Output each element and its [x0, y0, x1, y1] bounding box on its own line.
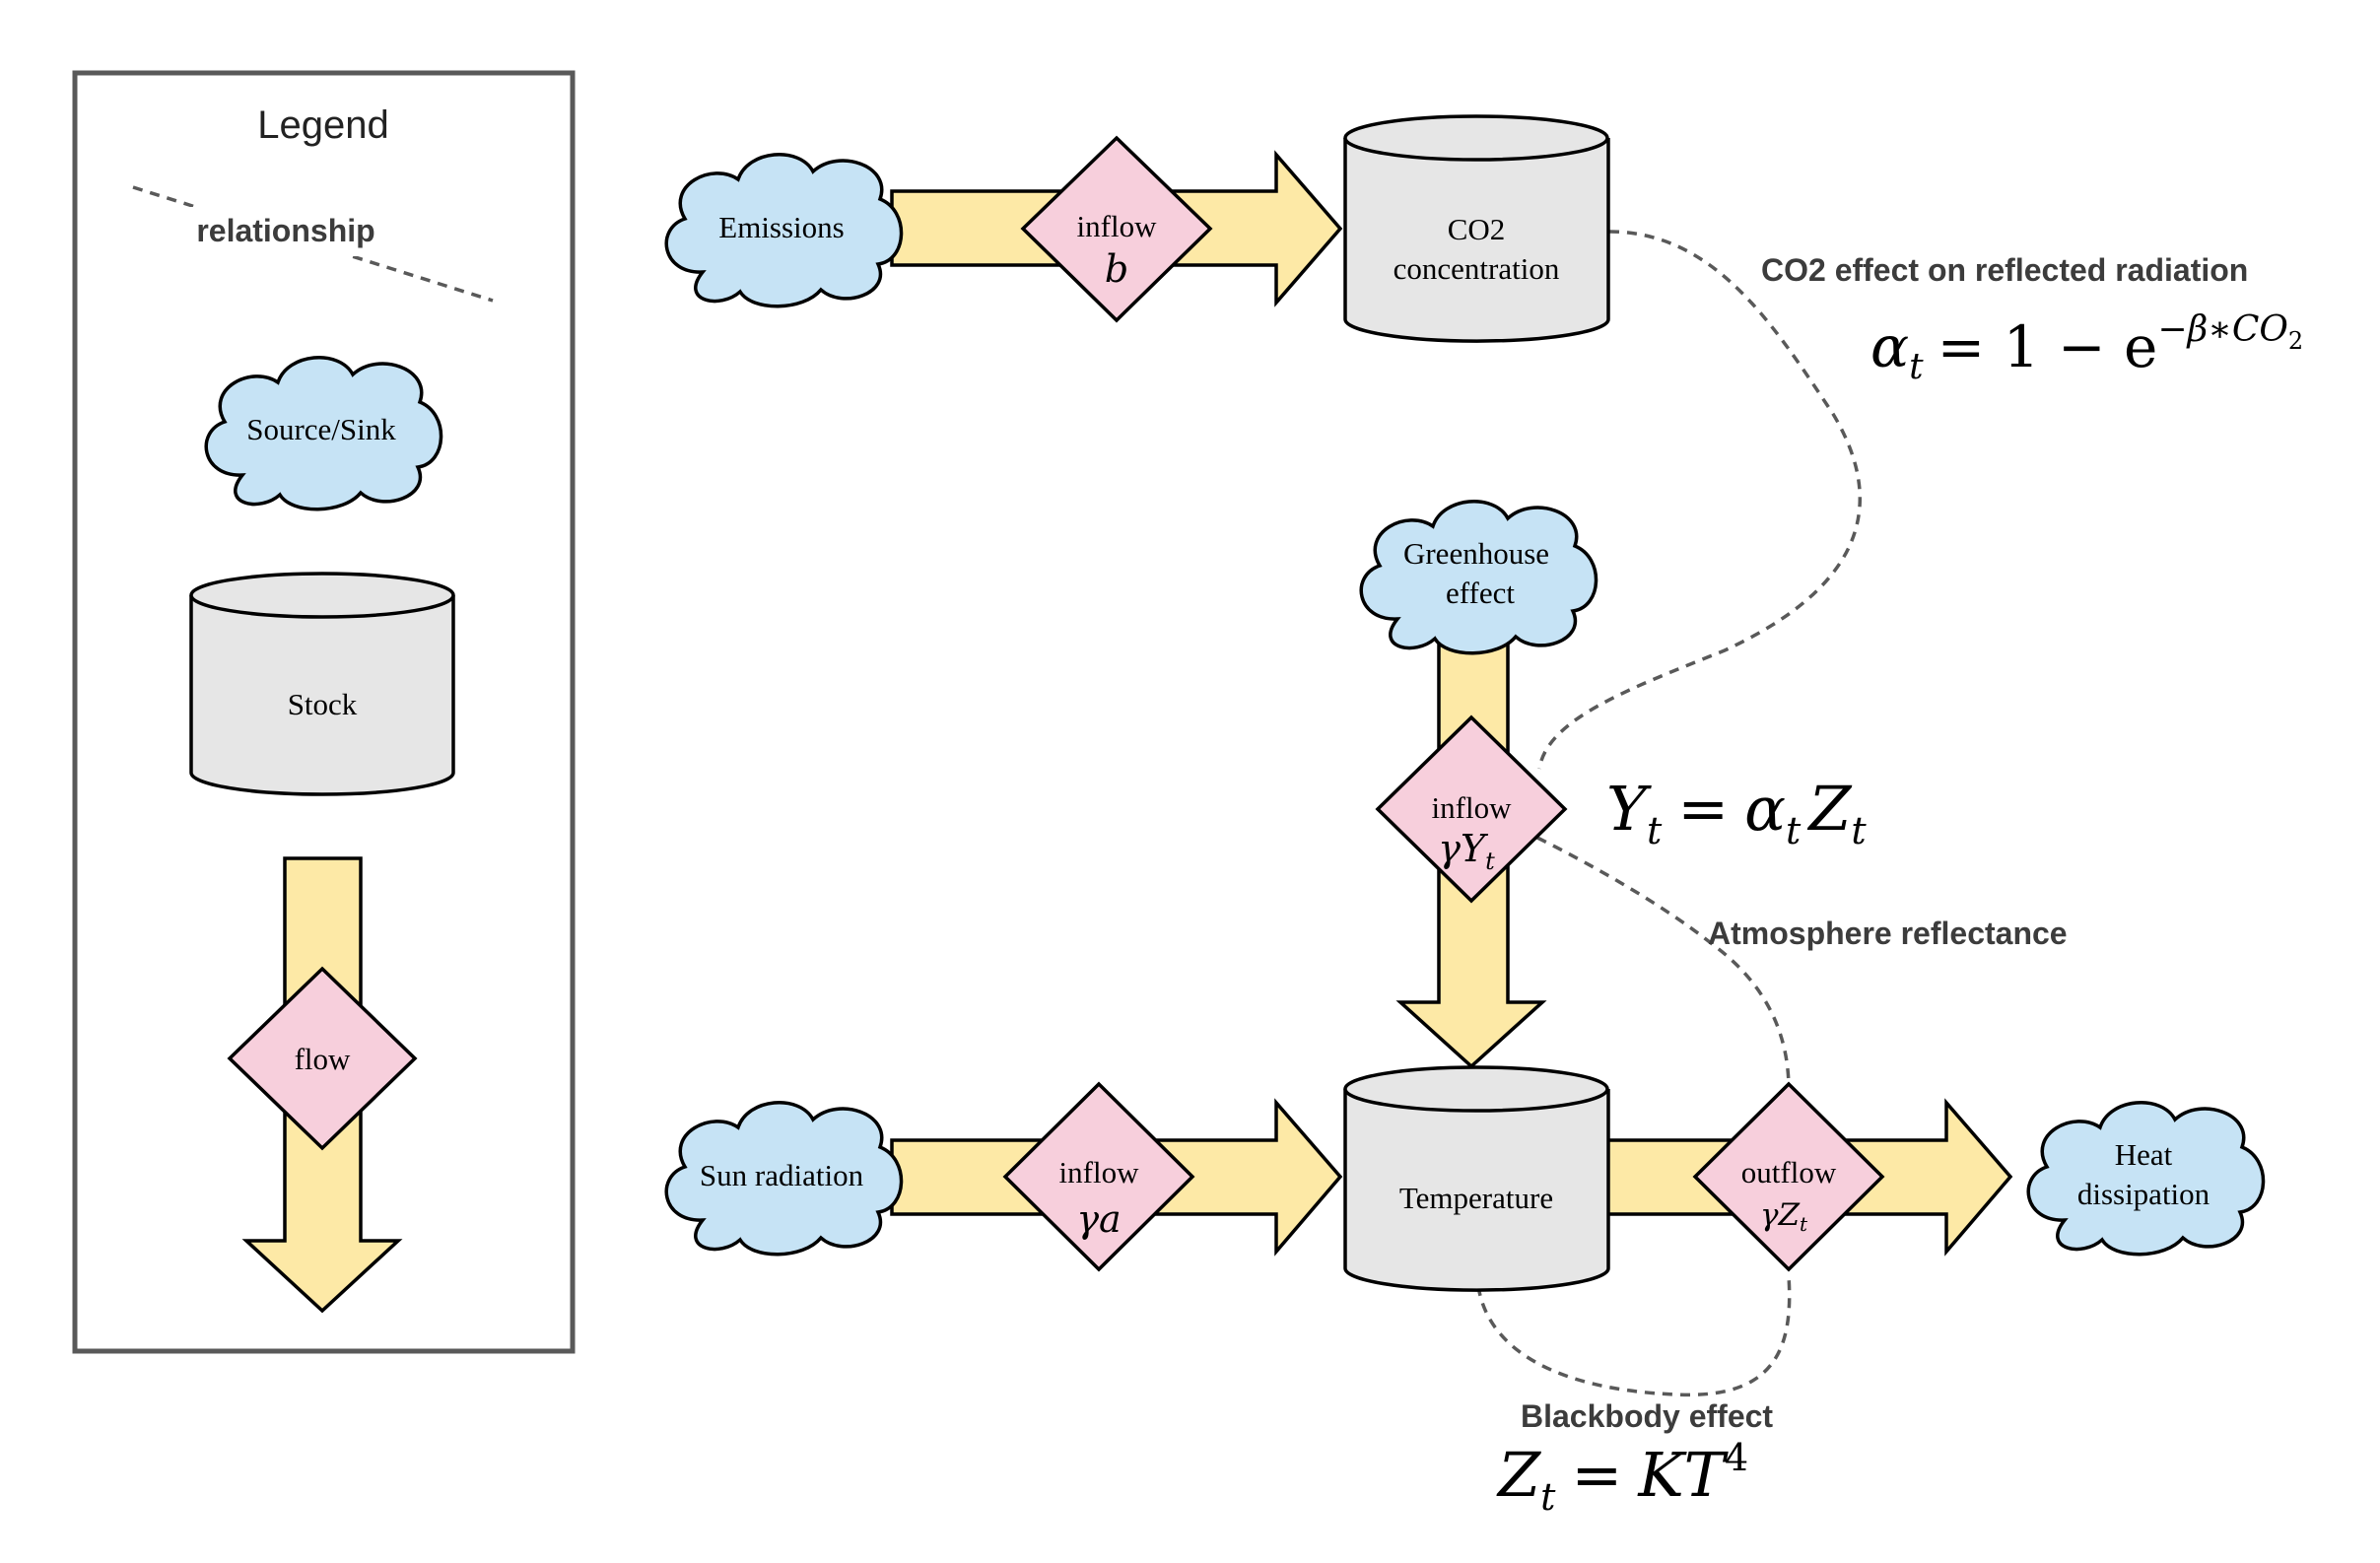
heat-outflow-valve: outflow γZt	[1692, 1081, 1885, 1272]
legend-stock-label: Stock	[288, 687, 358, 721]
greenhouse-label-line2: effect	[1446, 576, 1515, 610]
legend-stock: Stock	[189, 572, 455, 796]
sun-inflow-label: inflow	[1059, 1155, 1140, 1189]
co2-stock-label-line1: CO2	[1448, 212, 1506, 246]
legend-flow: flow	[227, 856, 418, 1314]
greenhouse-effect-source: Greenhouse effect	[1359, 500, 1598, 655]
sun-radiation-label: Sun radiation	[700, 1158, 864, 1192]
legend: Legend relationship Source/Sink Stock fl…	[72, 70, 576, 1354]
co2-concentration-stock: CO2 concentration	[1343, 114, 1610, 343]
sun-inflow-rate: γa	[1076, 1197, 1121, 1241]
legend-border	[72, 70, 576, 1354]
legend-relationship-line	[132, 185, 494, 303]
atmosphere-reflectance-label: Atmosphere reflectance	[1708, 916, 2068, 951]
temperature-stock: Temperature	[1343, 1065, 1610, 1292]
heat-label-line2: dissipation	[2077, 1177, 2210, 1211]
temperature-stock-label: Temperature	[1399, 1181, 1553, 1215]
greenhouse-inflow-label: inflow	[1432, 790, 1513, 825]
blackbody-relationship-line	[1476, 1275, 1792, 1397]
emissions-inflow-label: inflow	[1077, 209, 1158, 243]
heat-outflow-rate: γZt	[1760, 1197, 1808, 1236]
legend-source-sink-label: Source/Sink	[246, 412, 396, 446]
blackbody-label: Blackbody effect	[1521, 1398, 1773, 1434]
emissions-inflow-valve: inflow b	[1020, 135, 1213, 323]
atmosphere-reflectance-relationship-line	[1536, 836, 1791, 1090]
co2-stock-label-line2: concentration	[1394, 251, 1560, 286]
heat-outflow-label: outflow	[1741, 1155, 1837, 1189]
legend-relationship-label-bg	[187, 207, 374, 256]
co2-effect-equation: αt= 1 − e−β∗CO2	[1870, 309, 2303, 387]
heat-label-line1: Heat	[2115, 1137, 2173, 1172]
co2-effect-relationship-line	[1537, 230, 1862, 770]
emissions-label: Emissions	[718, 210, 844, 244]
greenhouse-inflow-valve: inflow γYt	[1375, 714, 1568, 904]
legend-relationship-label: relationship	[196, 213, 374, 248]
blackbody-equation: Zt=KT4	[1496, 1436, 1748, 1519]
heat-dissipation-sink: Heat dissipation	[2026, 1101, 2266, 1257]
sun-radiation-source: Sun radiation	[664, 1101, 904, 1257]
legend-title: Legend	[257, 103, 388, 147]
legend-flow-diamond	[227, 966, 418, 1151]
co2-effect-label: CO2 effect on reflected radiation	[1761, 252, 2248, 288]
greenhouse-label-line1: Greenhouse	[1403, 536, 1549, 571]
greenhouse-inflow-rate: γYt	[1438, 827, 1495, 875]
legend-flow-label: flow	[295, 1042, 351, 1076]
legend-source-sink: Source/Sink	[204, 356, 443, 511]
emissions-source: Emissions	[664, 153, 904, 308]
sun-inflow-valve: inflow γa	[1002, 1081, 1195, 1272]
emissions-inflow-rate: b	[1105, 247, 1128, 291]
